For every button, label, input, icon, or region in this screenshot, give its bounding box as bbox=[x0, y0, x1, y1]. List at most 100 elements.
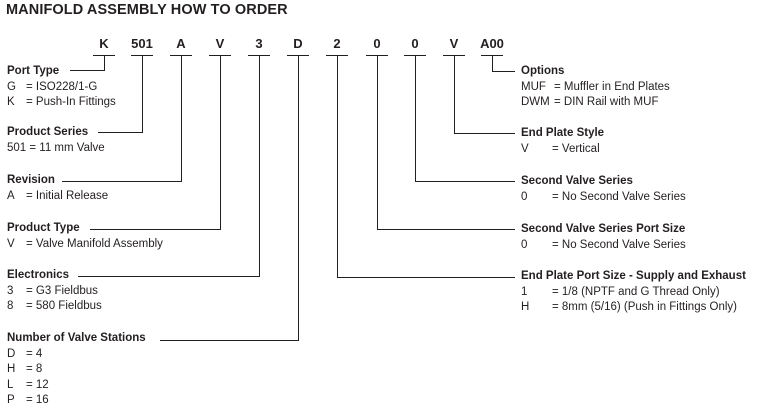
page-title: MANIFOLD ASSEMBLY HOW TO ORDER bbox=[6, 2, 288, 18]
product-series-block: Product Series 501 = 11 mm Valve bbox=[7, 125, 105, 156]
connector-end-plate-port-size bbox=[337, 56, 515, 278]
second-valve-series-heading: Second Valve Series bbox=[521, 175, 633, 187]
port-type-block: Port Type G = ISO228/1-G K = Push-In Fitti… bbox=[7, 64, 116, 111]
second-valve-port-size-heading: Second Valve Series Port Size bbox=[521, 223, 686, 235]
valve-stations-block: Number of Valve Stations D = 4 H = 8 L = 12… bbox=[7, 331, 146, 409]
code-second-valve-series: 0 bbox=[411, 36, 419, 51]
option-row: 3 = G3 Fieldbus bbox=[7, 284, 102, 300]
code-second-valve-port-size: 0 bbox=[373, 36, 381, 51]
option-key: P bbox=[7, 394, 15, 406]
option-row: V = Valve Manifold Assembly bbox=[7, 237, 163, 253]
code-valve-stations: D bbox=[293, 36, 303, 51]
option-row: MUF = Muffler in End Plates bbox=[521, 80, 670, 96]
option-value: = Vertical bbox=[552, 142, 600, 155]
code-port-type: K bbox=[99, 36, 109, 51]
second-valve-port-size-block: Second Valve Series Port Size 0 = No Seco… bbox=[521, 222, 686, 253]
code-options: A00 bbox=[480, 36, 504, 51]
options-block: Options MUF = Muffler in End Plates DWM = … bbox=[521, 64, 670, 111]
connector-electronics bbox=[78, 56, 260, 277]
connector-revision bbox=[62, 56, 182, 182]
option-value: = 16 bbox=[26, 394, 49, 406]
option-value: = 8mm (5/16) (Push in Fittings Only) bbox=[552, 301, 738, 313]
product-series-heading: Product Series bbox=[7, 126, 89, 138]
option-key: H bbox=[521, 301, 530, 313]
option-row: 8 = 580 Fieldbus bbox=[7, 299, 102, 315]
option-value: = 1/8 (NPTF and G Thread Only) bbox=[552, 285, 720, 298]
option-value: 501 = 11 mm Valve bbox=[7, 141, 105, 154]
option-key: A bbox=[7, 189, 15, 202]
option-key: 1 bbox=[521, 285, 528, 298]
option-value: = Initial Release bbox=[26, 189, 109, 202]
option-key: 3 bbox=[7, 284, 14, 297]
electronics-block: Electronics 3 = G3 Fieldbus 8 = 580 Fieldb… bbox=[7, 268, 102, 315]
option-key: V bbox=[7, 237, 15, 250]
option-value: = DIN Rail with MUF bbox=[554, 96, 659, 108]
option-value: = 580 Fieldbus bbox=[26, 300, 102, 312]
option-value: = No Second Valve Series bbox=[552, 238, 686, 251]
product-type-heading: Product Type bbox=[7, 222, 80, 234]
option-row: 1 = 1/8 (NPTF and G Thread Only) bbox=[521, 285, 746, 301]
option-row: V = Vertical bbox=[521, 142, 604, 158]
code-product-series: 501 bbox=[131, 36, 153, 51]
code-product-type: V bbox=[215, 36, 225, 51]
option-key: 0 bbox=[521, 238, 528, 251]
option-key: 8 bbox=[7, 300, 14, 312]
code-revision: A bbox=[176, 36, 186, 51]
valve-stations-heading: Number of Valve Stations bbox=[7, 332, 146, 344]
option-row: 501 = 11 mm Valve bbox=[7, 141, 105, 157]
option-value: = 12 bbox=[26, 378, 49, 391]
option-row: K = Push-In Fittings bbox=[7, 95, 116, 111]
option-key: MUF bbox=[521, 80, 546, 93]
electronics-heading: Electronics bbox=[7, 269, 69, 281]
option-key: G bbox=[7, 80, 16, 93]
option-value: = Valve Manifold Assembly bbox=[26, 237, 163, 250]
option-key: L bbox=[7, 378, 14, 391]
code-electronics: 3 bbox=[255, 36, 263, 51]
connector-second-valve-port-size bbox=[377, 56, 515, 230]
option-row: H = 8 bbox=[7, 362, 146, 378]
connector-port-type bbox=[70, 56, 105, 71]
code-end-plate-port-size: 2 bbox=[333, 36, 341, 51]
option-value: = G3 Fieldbus bbox=[26, 284, 98, 297]
product-type-block: Product Type V = Valve Manifold Assembly bbox=[7, 221, 163, 252]
end-plate-style-heading: End Plate Style bbox=[521, 127, 605, 139]
option-row: P = 16 bbox=[7, 393, 146, 409]
option-row: 0 = No Second Valve Series bbox=[521, 238, 686, 254]
connector-product-series bbox=[98, 56, 143, 133]
option-key: D bbox=[7, 347, 16, 360]
connector-second-valve-series bbox=[415, 56, 515, 182]
option-key: H bbox=[7, 363, 16, 375]
second-valve-series-block: Second Valve Series 0 = No Second Valve S… bbox=[521, 174, 686, 205]
option-row: L = 12 bbox=[7, 378, 146, 394]
connector-valve-stations bbox=[160, 56, 299, 341]
code-end-plate-style: V bbox=[449, 36, 459, 51]
option-row: DWM = DIN Rail with MUF bbox=[521, 95, 670, 111]
option-key: K bbox=[7, 96, 15, 108]
revision-heading: Revision bbox=[7, 174, 55, 186]
option-value: = Muffler in End Plates bbox=[554, 80, 670, 93]
connector-end-plate-style bbox=[454, 56, 515, 134]
option-row: H = 8mm (5/16) (Push in Fittings Only) bbox=[521, 300, 746, 316]
end-plate-port-size-block: End Plate Port Size - Supply and Exhaust… bbox=[521, 269, 746, 316]
option-row: 0 = No Second Valve Series bbox=[521, 190, 686, 206]
option-value: = Push-In Fittings bbox=[26, 96, 116, 108]
option-row: D = 4 bbox=[7, 347, 146, 363]
option-row: A = Initial Release bbox=[7, 189, 108, 205]
option-key: V bbox=[521, 142, 529, 155]
port-type-heading: Port Type bbox=[7, 65, 60, 77]
connector-options bbox=[492, 56, 515, 72]
options-heading: Options bbox=[521, 65, 565, 77]
end-plate-port-size-heading: End Plate Port Size - Supply and Exhaust bbox=[521, 270, 746, 282]
connector-product-type bbox=[90, 56, 221, 230]
option-key: 0 bbox=[521, 190, 528, 203]
option-value: = 4 bbox=[26, 347, 43, 360]
revision-block: Revision A = Initial Release bbox=[7, 173, 108, 204]
option-value: = ISO228/1-G bbox=[26, 80, 98, 93]
option-value: = No Second Valve Series bbox=[552, 190, 686, 203]
option-row: G = ISO228/1-G bbox=[7, 80, 116, 96]
end-plate-style-block: End Plate Style V = Vertical bbox=[521, 126, 604, 157]
option-key: DWM bbox=[521, 96, 550, 108]
option-value: = 8 bbox=[26, 363, 43, 375]
